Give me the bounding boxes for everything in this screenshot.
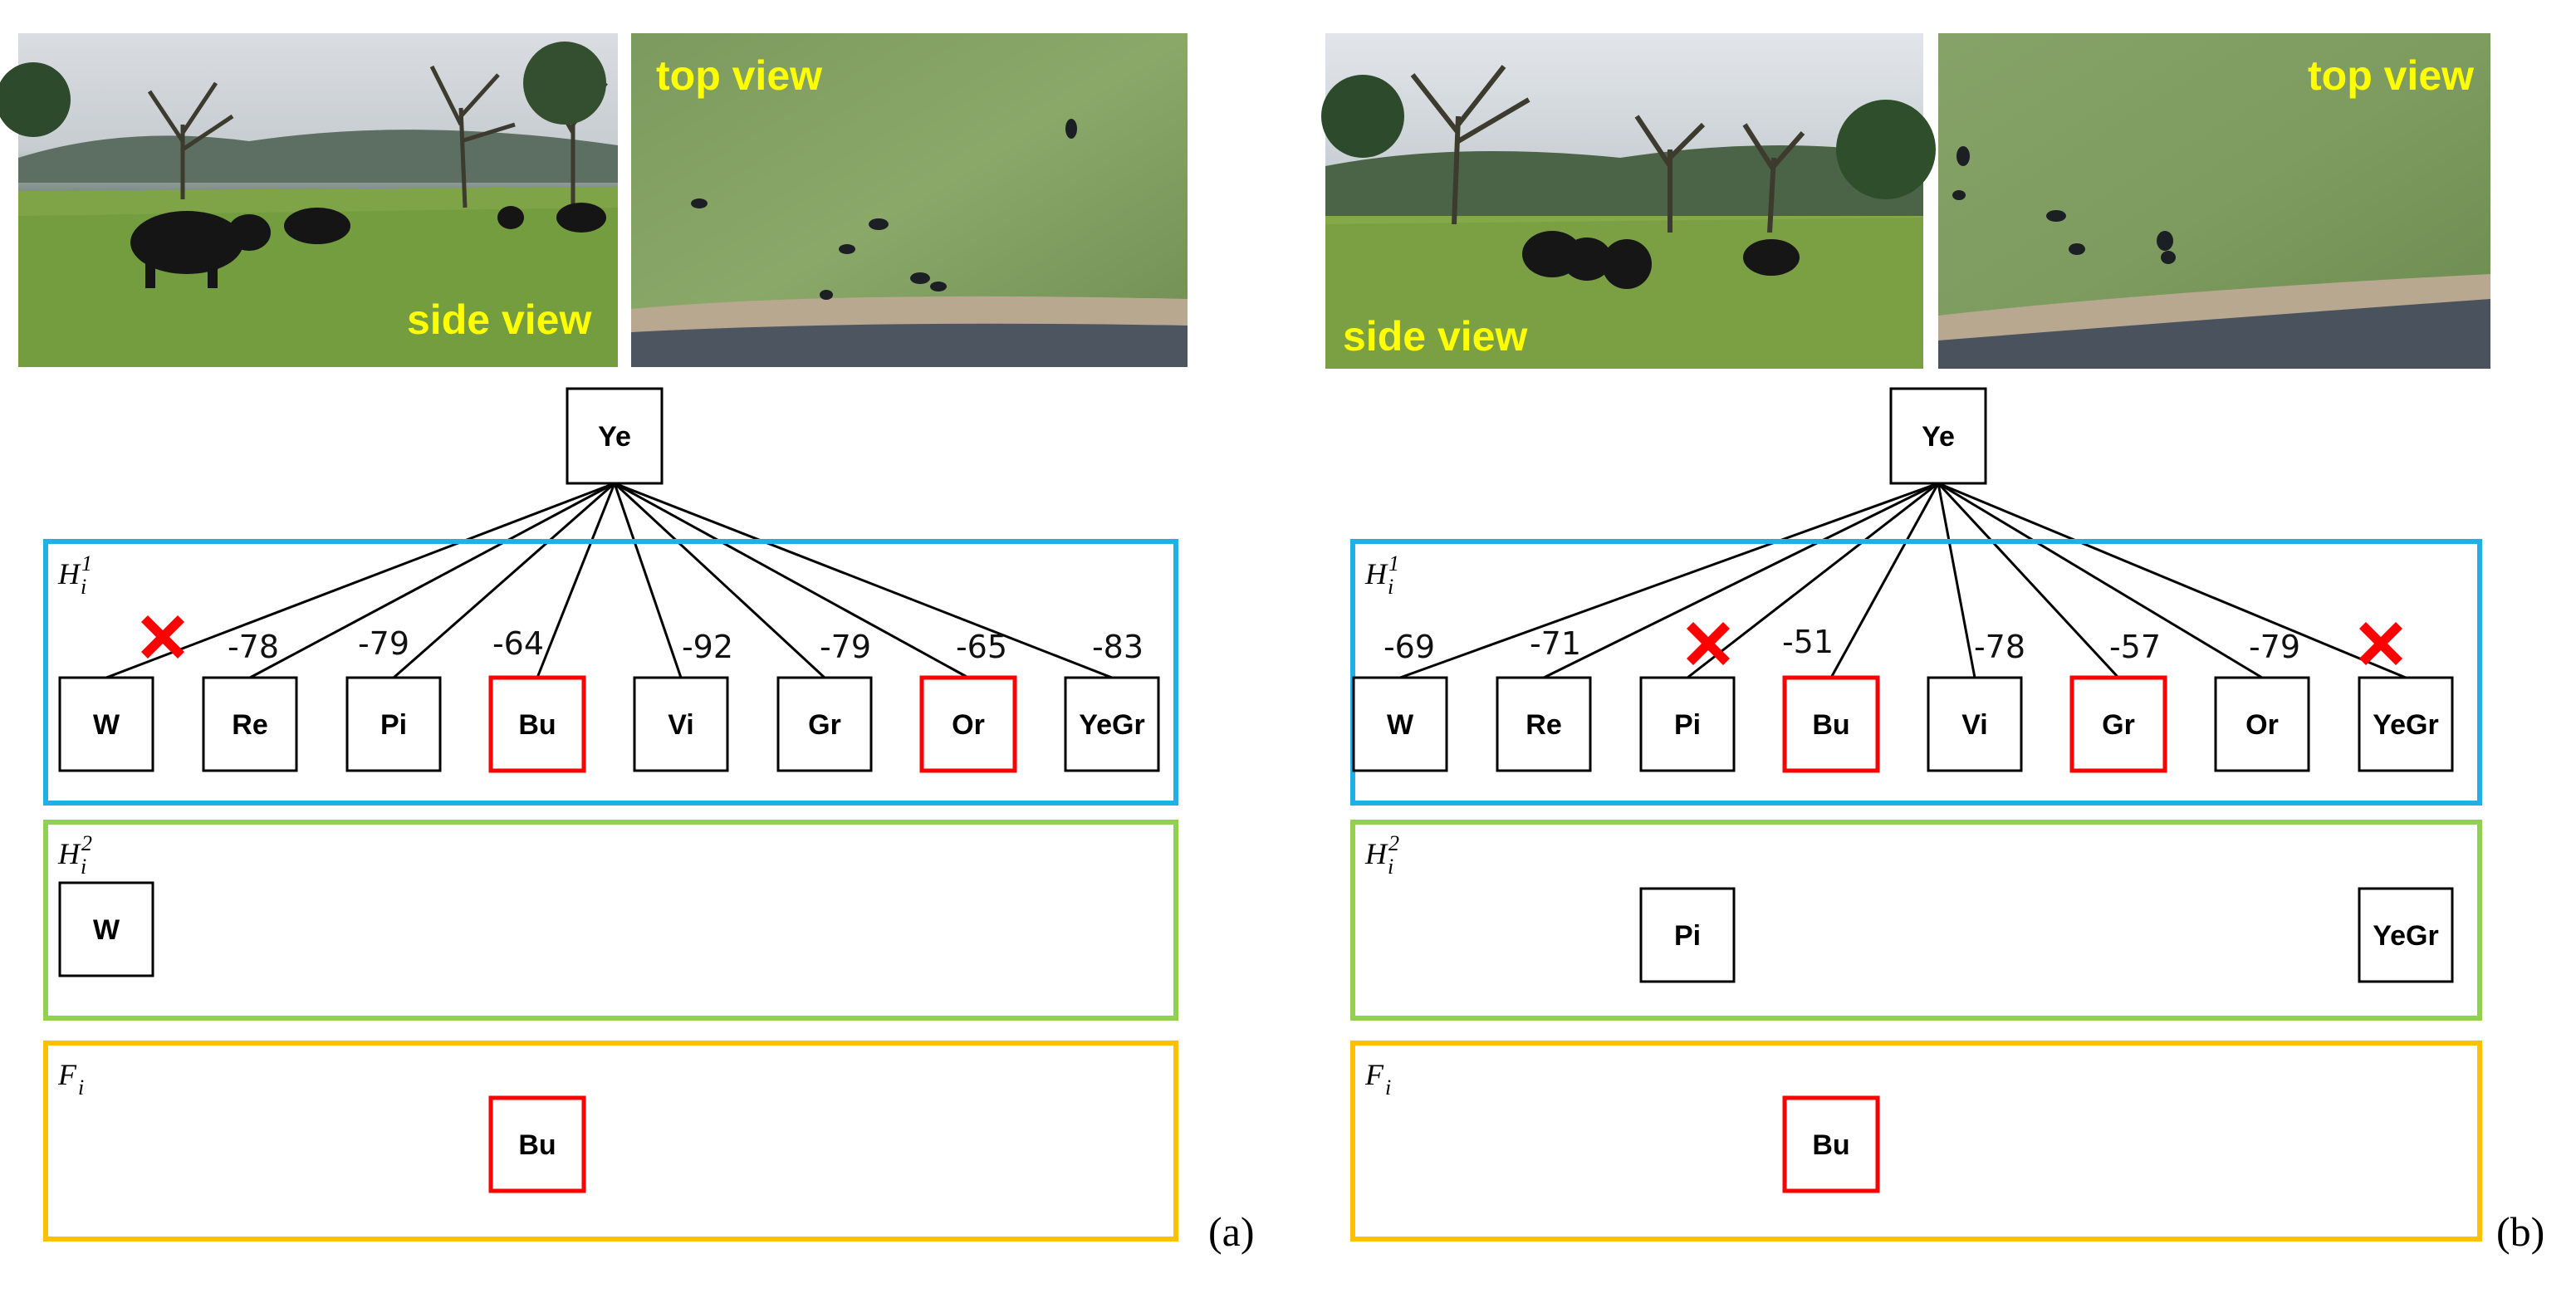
candidate-label: Pi xyxy=(1674,709,1701,741)
edge-score: -64 xyxy=(492,625,544,662)
edge-score: -92 xyxy=(682,629,733,665)
final-node-label: Bu xyxy=(518,1129,556,1161)
candidate-node: Or xyxy=(2214,676,2310,772)
candidate-node-selected: Bu xyxy=(1782,675,1880,773)
rejected-cross-icon xyxy=(141,615,184,659)
final-node: Bu xyxy=(488,1095,586,1193)
h2-node-label: W xyxy=(93,914,120,946)
edge-score: -79 xyxy=(2249,629,2300,665)
final-set-label: Fi xyxy=(1364,1058,1391,1100)
candidate-label: Re xyxy=(1526,709,1561,741)
top-view-photo: top view xyxy=(631,33,1188,367)
edge-score: -79 xyxy=(820,629,871,665)
edge-score: -79 xyxy=(358,625,409,662)
side-view-photo: side view xyxy=(1321,33,1936,369)
h1-set-box xyxy=(43,539,1178,806)
candidate-node: Gr xyxy=(776,676,873,772)
top-view-photo: top view xyxy=(1938,33,2490,369)
h2-node-label: Pi xyxy=(1674,920,1701,952)
h2-set-box xyxy=(1350,820,2482,1021)
candidate-node: Re xyxy=(1496,676,1592,772)
rejected-cross-icon xyxy=(2359,622,2402,665)
edges xyxy=(105,482,1113,679)
edge-score: -83 xyxy=(1092,629,1144,665)
side-view-label: side view xyxy=(407,296,591,343)
final-node-label: Bu xyxy=(1812,1129,1849,1161)
root-node-label: Ye xyxy=(1922,421,1955,453)
candidate-label: Or xyxy=(952,709,985,741)
edge-score: -51 xyxy=(1782,624,1834,660)
candidate-label: Or xyxy=(2245,709,2279,741)
candidate-label: Gr xyxy=(2102,709,2135,741)
top-view-label: top view xyxy=(656,52,822,99)
root-node-label: Ye xyxy=(598,421,631,453)
candidate-label: YeGr xyxy=(1079,709,1144,741)
top-view-label: top view xyxy=(2308,52,2474,99)
candidate-node-selected: Gr xyxy=(2069,675,2167,773)
root-node: Ye xyxy=(566,387,664,485)
candidate-node: Pi xyxy=(1639,676,1736,772)
h2-node: W xyxy=(58,881,154,977)
candidate-label: Bu xyxy=(1812,709,1849,741)
candidate-label: W xyxy=(1387,709,1414,741)
panel-tag: (a) xyxy=(1208,1208,1255,1255)
panel-a-diagram: side view top view Ye xyxy=(0,33,1255,1255)
side-view-label: side view xyxy=(1343,313,1527,360)
candidate-label: Vi xyxy=(1961,709,1988,741)
panel-a: side view top view Ye xyxy=(0,33,1255,1255)
root-node: Ye xyxy=(1889,387,1987,485)
h2-node: Pi xyxy=(1639,887,1736,983)
candidate-node: YeGr xyxy=(1064,676,1160,772)
edges xyxy=(1399,482,2407,679)
edge-score: -69 xyxy=(1383,629,1435,665)
final-node: Bu xyxy=(1782,1095,1880,1193)
candidate-node: W xyxy=(1352,676,1448,772)
final-set-box xyxy=(43,1041,1178,1242)
edge-score: -65 xyxy=(956,629,1007,665)
candidate-node: Vi xyxy=(1927,676,2023,772)
panel-b-diagram: side view top view Ye xyxy=(1321,33,2544,1255)
side-view-photo: side view xyxy=(0,33,618,367)
candidate-label: Pi xyxy=(380,709,407,741)
candidate-node-selected: Or xyxy=(919,675,1017,773)
candidate-label: Bu xyxy=(518,709,556,741)
candidate-label: Re xyxy=(232,709,267,741)
edge-score: -71 xyxy=(1530,625,1581,662)
candidate-node: YeGr xyxy=(2358,676,2454,772)
candidate-label: Gr xyxy=(808,709,841,741)
final-set-box xyxy=(1350,1041,2482,1242)
candidate-label: YeGr xyxy=(2373,709,2438,741)
rejected-cross-icon xyxy=(1687,622,1730,665)
candidate-node-selected: Bu xyxy=(488,675,586,773)
edge-score: -78 xyxy=(1974,629,2025,665)
candidate-node: Pi xyxy=(345,676,442,772)
candidate-node: W xyxy=(58,676,154,772)
candidate-node: Vi xyxy=(633,676,729,772)
candidate-label: W xyxy=(93,709,120,741)
edge-score: -78 xyxy=(228,629,279,665)
h1-set-box xyxy=(1350,539,2482,806)
h2-set-box xyxy=(43,820,1178,1021)
h2-node-label: YeGr xyxy=(2373,920,2438,952)
edge-score: -57 xyxy=(2109,629,2161,665)
panel-b: side view top view Ye xyxy=(1288,0,2576,1293)
panel-tag: (b) xyxy=(2496,1208,2544,1255)
h2-node: YeGr xyxy=(2358,887,2454,983)
candidate-label: Vi xyxy=(668,709,694,741)
final-set-label: Fi xyxy=(57,1058,84,1100)
candidate-node: Re xyxy=(202,676,298,772)
